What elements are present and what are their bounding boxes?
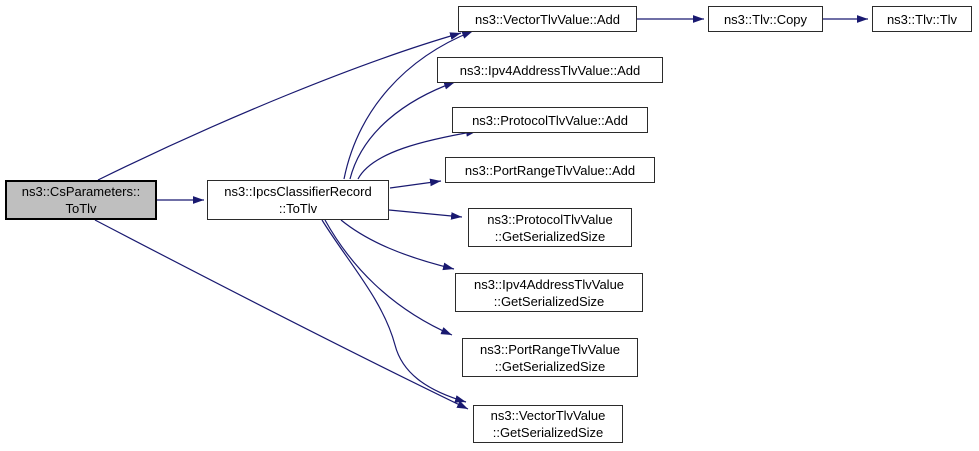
node-ipv4address-tlvvalue-getserializedsize[interactable]: ns3::Ipv4AddressTlvValue ::GetSerialized… (455, 273, 643, 312)
node-cs-parameters-totlv[interactable]: ns3::CsParameters:: ToTlv (5, 180, 157, 220)
node-vector-tlvvalue-getserializedsize[interactable]: ns3::VectorTlvValue ::GetSerializedSize (473, 405, 623, 443)
node-portrange-tlvvalue-add[interactable]: ns3::PortRangeTlvValue::Add (445, 157, 655, 183)
node-tlv-tlv[interactable]: ns3::Tlv::Tlv (872, 6, 972, 32)
edge-ipcs-to-protocol-getserializedsize (388, 209, 463, 220)
node-ipv4address-tlvvalue-add[interactable]: ns3::Ipv4AddressTlvValue::Add (437, 57, 663, 83)
edge-ipcs-to-portrange-getserializedsize (324, 219, 453, 336)
edge-ipcs-to-ipv4-add (349, 81, 456, 180)
node-protocol-tlvvalue-getserializedsize[interactable]: ns3::ProtocolTlvValue ::GetSerializedSiz… (468, 208, 632, 247)
edge-ipcs-to-vector-add (343, 30, 474, 180)
node-protocol-tlvvalue-add[interactable]: ns3::ProtocolTlvValue::Add (452, 107, 648, 133)
edge-ipcs-to-protocol-add (357, 129, 478, 180)
node-portrange-tlvvalue-getserializedsize[interactable]: ns3::PortRangeTlvValue ::GetSerializedSi… (462, 338, 638, 377)
edge-ipcs-to-vector-getserializedsize (321, 219, 467, 403)
node-ipcs-classifier-record-totlv[interactable]: ns3::IpcsClassifierRecord ::ToTlv (207, 180, 389, 220)
edge-cs-to-vector-add (97, 32, 462, 181)
edge-cs-to-vector-getserializedsize (94, 219, 469, 410)
edge-ipcs-to-portrange-add (389, 178, 442, 189)
edge-ipcs-to-ipv4-getserializedsize (340, 219, 455, 271)
node-vector-tlvvalue-add[interactable]: ns3::VectorTlvValue::Add (458, 6, 637, 32)
node-tlv-copy[interactable]: ns3::Tlv::Copy (708, 6, 823, 32)
